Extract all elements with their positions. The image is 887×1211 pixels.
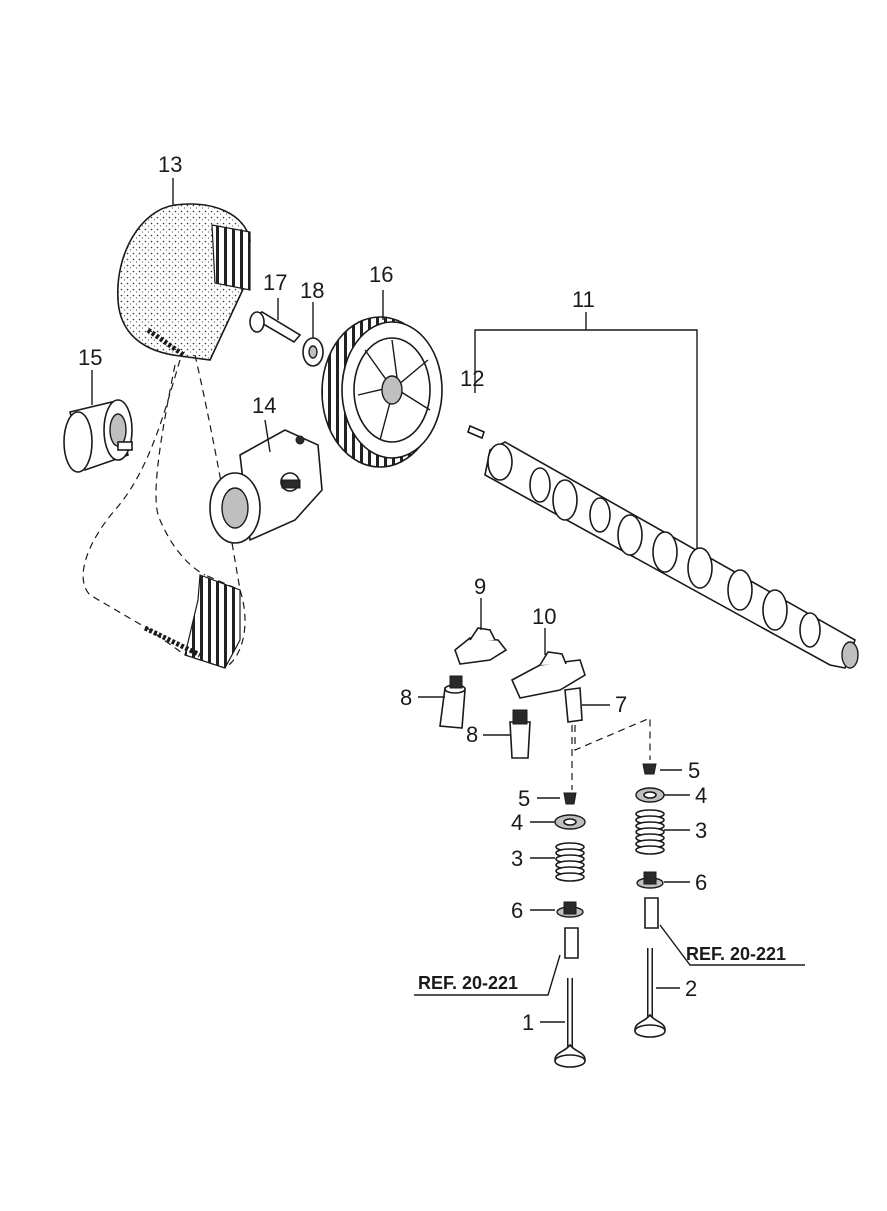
callout-9: 9 — [474, 574, 486, 599]
callout-5-right: 5 — [688, 758, 700, 783]
callout-5-left: 5 — [518, 786, 530, 811]
callout-6-left: 6 — [511, 898, 523, 923]
callout-12: 12 — [460, 366, 484, 391]
callout-13: 13 — [158, 152, 182, 177]
callout-3-left: 3 — [511, 846, 523, 871]
callout-7: 7 — [615, 692, 627, 717]
ref-leader-right — [659, 924, 805, 966]
rocker-arm-10 — [510, 628, 586, 699]
leader-14 — [264, 419, 271, 453]
ref-leader-left — [414, 954, 561, 996]
callout-4-left: 4 — [511, 810, 523, 835]
intake-valve — [554, 978, 586, 1068]
idler-pulley — [63, 370, 133, 473]
callout-1: 1 — [522, 1010, 534, 1035]
callout-labels: 13 15 14 17 18 16 11 12 9 10 8 8 7 5 4 3… — [78, 152, 786, 1035]
valve-guide-right — [644, 897, 659, 929]
lash-adjuster-left — [418, 675, 466, 729]
valve-guide-left — [564, 927, 579, 959]
timing-belt — [82, 178, 251, 669]
belt-tensioner — [209, 419, 323, 544]
valve-keeper-left — [563, 792, 577, 805]
reference-left: REF. 20-221 — [418, 973, 518, 993]
valve-spring-right — [635, 809, 665, 855]
valve-keeper-right — [642, 763, 657, 775]
callout-17: 17 — [263, 270, 287, 295]
right-valve-assembly — [634, 763, 805, 1038]
valve-spring-left — [555, 842, 585, 882]
camshaft-sprocket — [321, 290, 443, 468]
callout-18: 18 — [300, 278, 324, 303]
reference-right: REF. 20-221 — [686, 944, 786, 964]
callout-4-right: 4 — [695, 783, 707, 808]
callout-11: 11 — [572, 287, 595, 312]
callout-15: 15 — [78, 345, 102, 370]
camshaft-key — [467, 424, 485, 440]
valve-stem-seal-right — [636, 871, 664, 889]
lash-adjuster-right — [483, 709, 531, 759]
bolt-and-washer — [249, 298, 324, 367]
camshaft — [467, 312, 859, 669]
callout-10: 10 — [532, 604, 556, 629]
valve-tip-cap — [564, 687, 651, 790]
left-valve-assembly — [414, 792, 586, 1068]
callout-3-right: 3 — [695, 818, 707, 843]
valve-stem-seal-left — [556, 901, 584, 918]
rocker-arm-9 — [454, 598, 508, 665]
callout-8-right: 8 — [466, 722, 478, 747]
callout-16: 16 — [369, 262, 393, 287]
callout-8-left: 8 — [400, 685, 412, 710]
callout-14: 14 — [252, 393, 276, 418]
callout-2: 2 — [685, 976, 697, 1001]
callout-6-right: 6 — [695, 870, 707, 895]
exhaust-valve — [634, 948, 666, 1038]
